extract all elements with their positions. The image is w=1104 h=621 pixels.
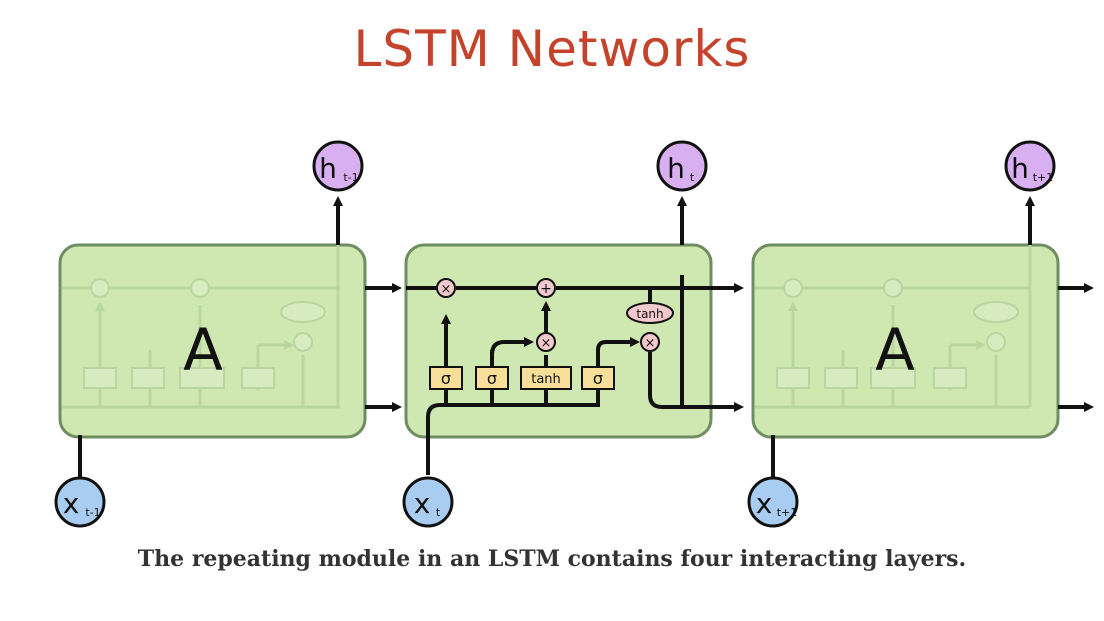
- cell-right: A: [751, 243, 1060, 439]
- svg-text:t+1: t+1: [1033, 171, 1054, 184]
- output-node-h-t-plus-1: h t+1: [1004, 140, 1056, 192]
- cell-middle: σ σ tanh σ × +: [404, 196, 744, 475]
- pointwise-multiply-forget: ×: [436, 278, 456, 298]
- pointwise-tanh: tanh: [626, 302, 674, 324]
- svg-text:x: x: [414, 487, 431, 520]
- input-node-x-t-minus-1: x t-1: [54, 476, 106, 528]
- input-node-x-t-plus-1: x t+1: [747, 476, 799, 528]
- svg-text:+: +: [540, 281, 552, 297]
- svg-text:t: t: [436, 506, 441, 519]
- input-node-x-t: x t: [402, 476, 454, 528]
- output-node-h-t: h t: [656, 140, 708, 192]
- cell-right-label: A: [875, 316, 915, 384]
- svg-text:σ: σ: [441, 369, 451, 388]
- layer-tanh: tanh: [520, 366, 572, 390]
- svg-text:h: h: [319, 152, 337, 185]
- svg-text:σ: σ: [487, 369, 497, 388]
- output-node-h-t-minus-1: h t-1: [312, 140, 364, 192]
- gate-output: σ: [581, 366, 615, 390]
- cell-left-faint-internals: [62, 245, 340, 409]
- svg-text:σ: σ: [593, 369, 603, 388]
- diagram-caption: The repeating module in an LSTM contains…: [137, 546, 967, 572]
- svg-text:h: h: [667, 152, 685, 185]
- svg-text:×: ×: [645, 336, 656, 351]
- svg-text:x: x: [756, 487, 773, 520]
- svg-text:×: ×: [541, 336, 552, 351]
- cell-left-label: A: [183, 316, 223, 384]
- gate-forget: σ: [429, 366, 463, 390]
- svg-text:t-1: t-1: [343, 171, 358, 184]
- svg-text:×: ×: [441, 282, 452, 297]
- pointwise-multiply-input: ×: [536, 332, 556, 352]
- pointwise-multiply-output: ×: [640, 332, 660, 352]
- svg-text:x: x: [63, 487, 80, 520]
- cell-right-faint-internals: [755, 245, 1032, 409]
- svg-text:h: h: [1011, 152, 1029, 185]
- svg-text:t-1: t-1: [85, 506, 100, 519]
- cell-left: A: [58, 243, 367, 439]
- svg-text:tanh: tanh: [636, 307, 663, 321]
- svg-text:t+1: t+1: [777, 506, 798, 519]
- svg-text:tanh: tanh: [531, 372, 561, 387]
- pointwise-add: +: [536, 278, 556, 298]
- gate-input: σ: [475, 366, 509, 390]
- svg-text:t: t: [690, 171, 695, 184]
- slide-title: LSTM Networks: [353, 20, 751, 78]
